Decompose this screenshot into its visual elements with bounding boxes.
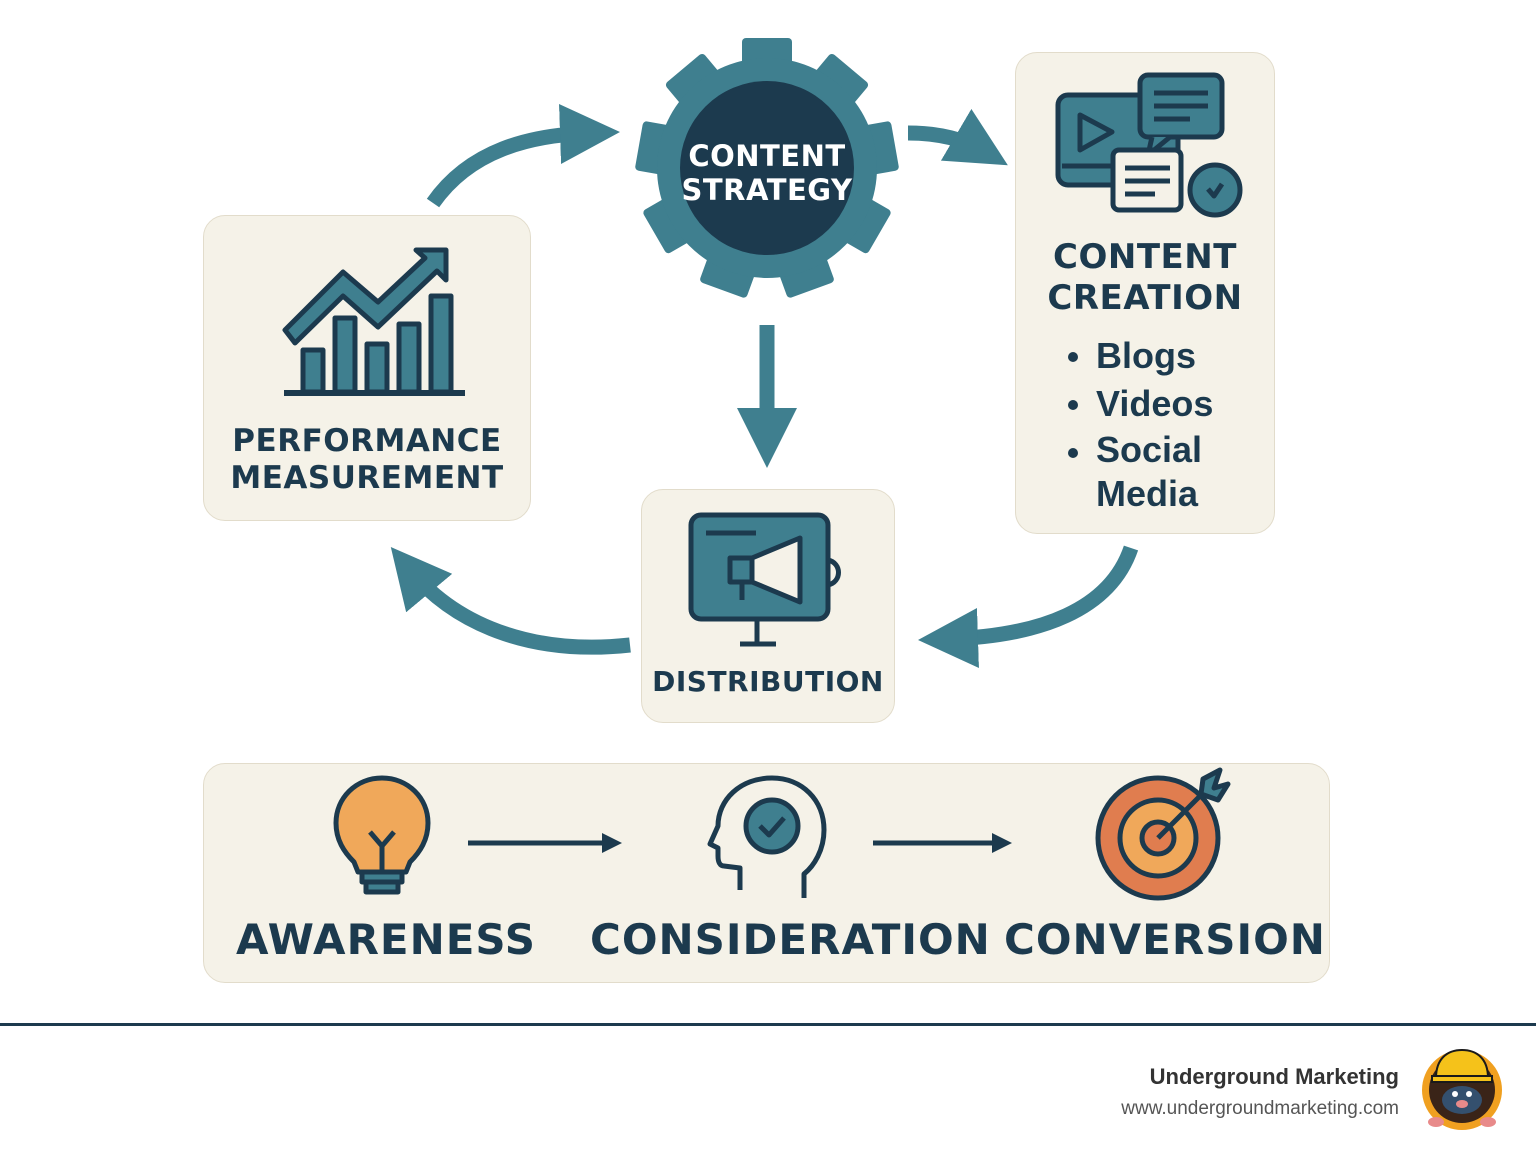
performance-title-line1: PERFORMANCE bbox=[232, 423, 502, 459]
strategy-label-line1: CONTENT bbox=[688, 139, 846, 173]
creation-title-line1: CONTENT bbox=[1053, 237, 1237, 277]
monitor-megaphone-icon bbox=[688, 512, 841, 647]
stage-consideration: CONSIDERATION bbox=[590, 915, 991, 964]
arrow-distribution-to-performance bbox=[390, 546, 631, 655]
distribution-title: DISTRIBUTION bbox=[652, 665, 884, 698]
target-icon bbox=[1095, 767, 1231, 901]
brand-name: Underground Marketing bbox=[1149, 1064, 1399, 1089]
strategy-label-line2: STRATEGY bbox=[681, 173, 853, 207]
stage-conversion: CONVERSION bbox=[1004, 915, 1326, 964]
lightbulb-icon bbox=[333, 775, 431, 895]
creation-item-videos: Videos bbox=[1062, 380, 1262, 428]
creation-list: Blogs Videos Social Media bbox=[1062, 332, 1262, 516]
footer-divider bbox=[0, 1023, 1536, 1026]
arrow-strategy-to-creation bbox=[907, 108, 1008, 166]
performance-title-line2: MEASUREMENT bbox=[230, 460, 504, 496]
brand-url: www.undergroundmarketing.com bbox=[1121, 1098, 1399, 1119]
growth-chart-icon bbox=[282, 247, 465, 396]
head-check-icon bbox=[707, 775, 827, 898]
creation-item-social-media: Social Media bbox=[1062, 428, 1262, 516]
arrow-performance-to-strategy bbox=[426, 104, 620, 208]
creation-item-blogs: Blogs bbox=[1062, 332, 1262, 380]
arrow-creation-to-distribution bbox=[918, 545, 1139, 668]
stage-awareness: AWARENESS bbox=[236, 915, 537, 964]
creation-title-line2: CREATION bbox=[1047, 278, 1243, 318]
media-chat-icon bbox=[1055, 72, 1243, 218]
gear-icon bbox=[635, 38, 899, 298]
mole-hardhat-icon bbox=[1422, 1048, 1502, 1130]
